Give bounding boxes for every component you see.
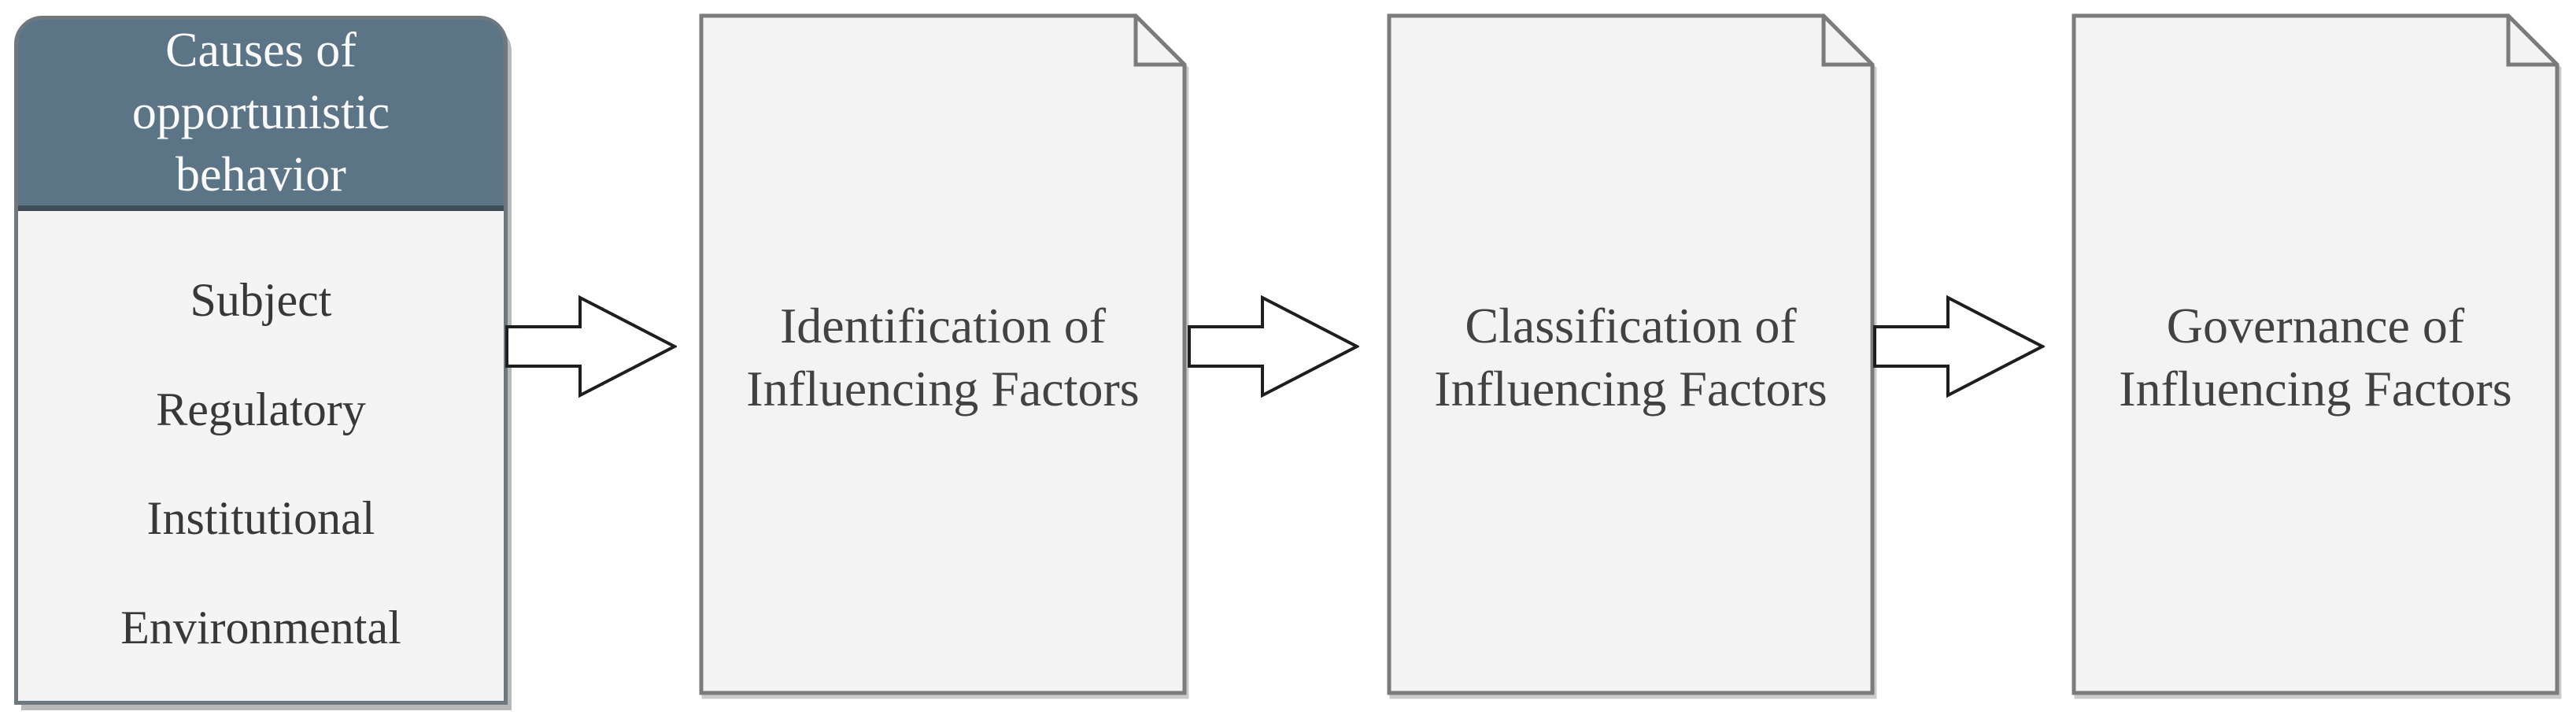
stage-document-identification: Identification of Influencing Factors: [699, 13, 1187, 695]
causes-box: Causes of opportunistic behavior Subject…: [14, 16, 508, 705]
stage-label: Governance of Influencing Factors: [2119, 298, 2512, 417]
cause-item-institutional: Institutional: [146, 492, 375, 545]
right-arrow-icon: [1873, 295, 2045, 398]
right-arrow-icon: [1188, 295, 1359, 398]
document-shape-icon: [1387, 13, 1875, 695]
stage-document-classification: Classification of Influencing Factors: [1387, 13, 1875, 695]
cause-item-subject: Subject: [190, 274, 332, 326]
right-arrow-icon: [505, 295, 677, 398]
stage-label: Identification of Influencing Factors: [746, 298, 1140, 417]
document-shape-icon: [699, 13, 1187, 695]
causes-box-header: Causes of opportunistic behavior: [18, 20, 504, 211]
cause-item-environmental: Environmental: [120, 601, 401, 654]
document-shape-icon: [2072, 13, 2559, 695]
cause-item-regulatory: Regulatory: [156, 383, 366, 435]
stage-document-governance: Governance of Influencing Factors: [2072, 13, 2559, 695]
causes-box-body: Subject Regulatory Institutional Environ…: [18, 211, 504, 701]
stage-label: Classification of Influencing Factors: [1434, 298, 1828, 417]
